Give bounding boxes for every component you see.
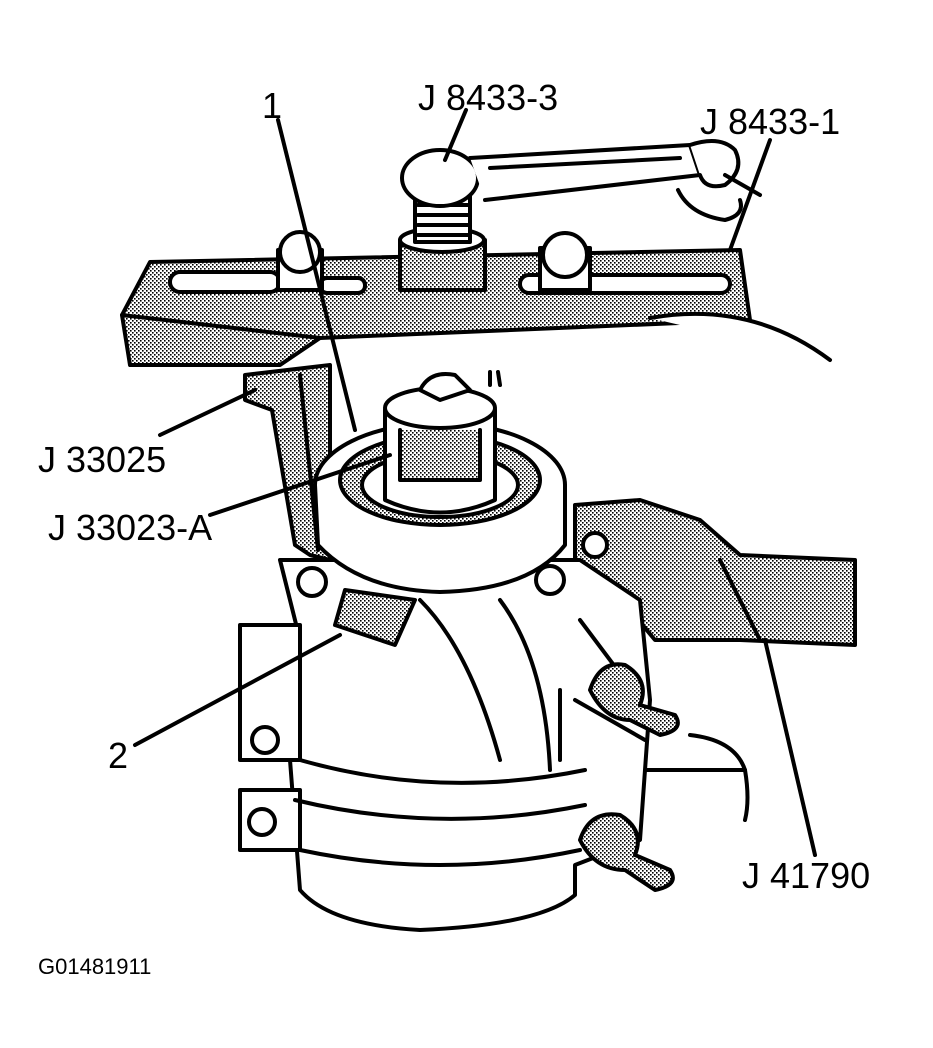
figure-id: G01481911 xyxy=(38,954,152,979)
forcing-screw-and-wrench xyxy=(398,139,762,292)
callout-j41790: J 41790 xyxy=(742,855,871,896)
callout-j8433-3: J 8433-3 xyxy=(418,77,559,118)
callout-j8433-1: J 8433-1 xyxy=(700,101,841,142)
clutch-lug xyxy=(333,588,417,647)
callout-j33023-a: J 33023-A xyxy=(48,507,213,548)
callout-item-2: 2 xyxy=(108,735,129,776)
leader-lines xyxy=(133,108,817,857)
wing-nuts xyxy=(578,662,680,892)
body-bolts xyxy=(296,531,609,598)
callout-j33025: J 33025 xyxy=(38,439,167,480)
shaft-protector xyxy=(383,386,497,515)
compressor-body xyxy=(238,558,652,932)
callout-item-1: 1 xyxy=(262,85,283,126)
technician-hand xyxy=(418,370,502,402)
